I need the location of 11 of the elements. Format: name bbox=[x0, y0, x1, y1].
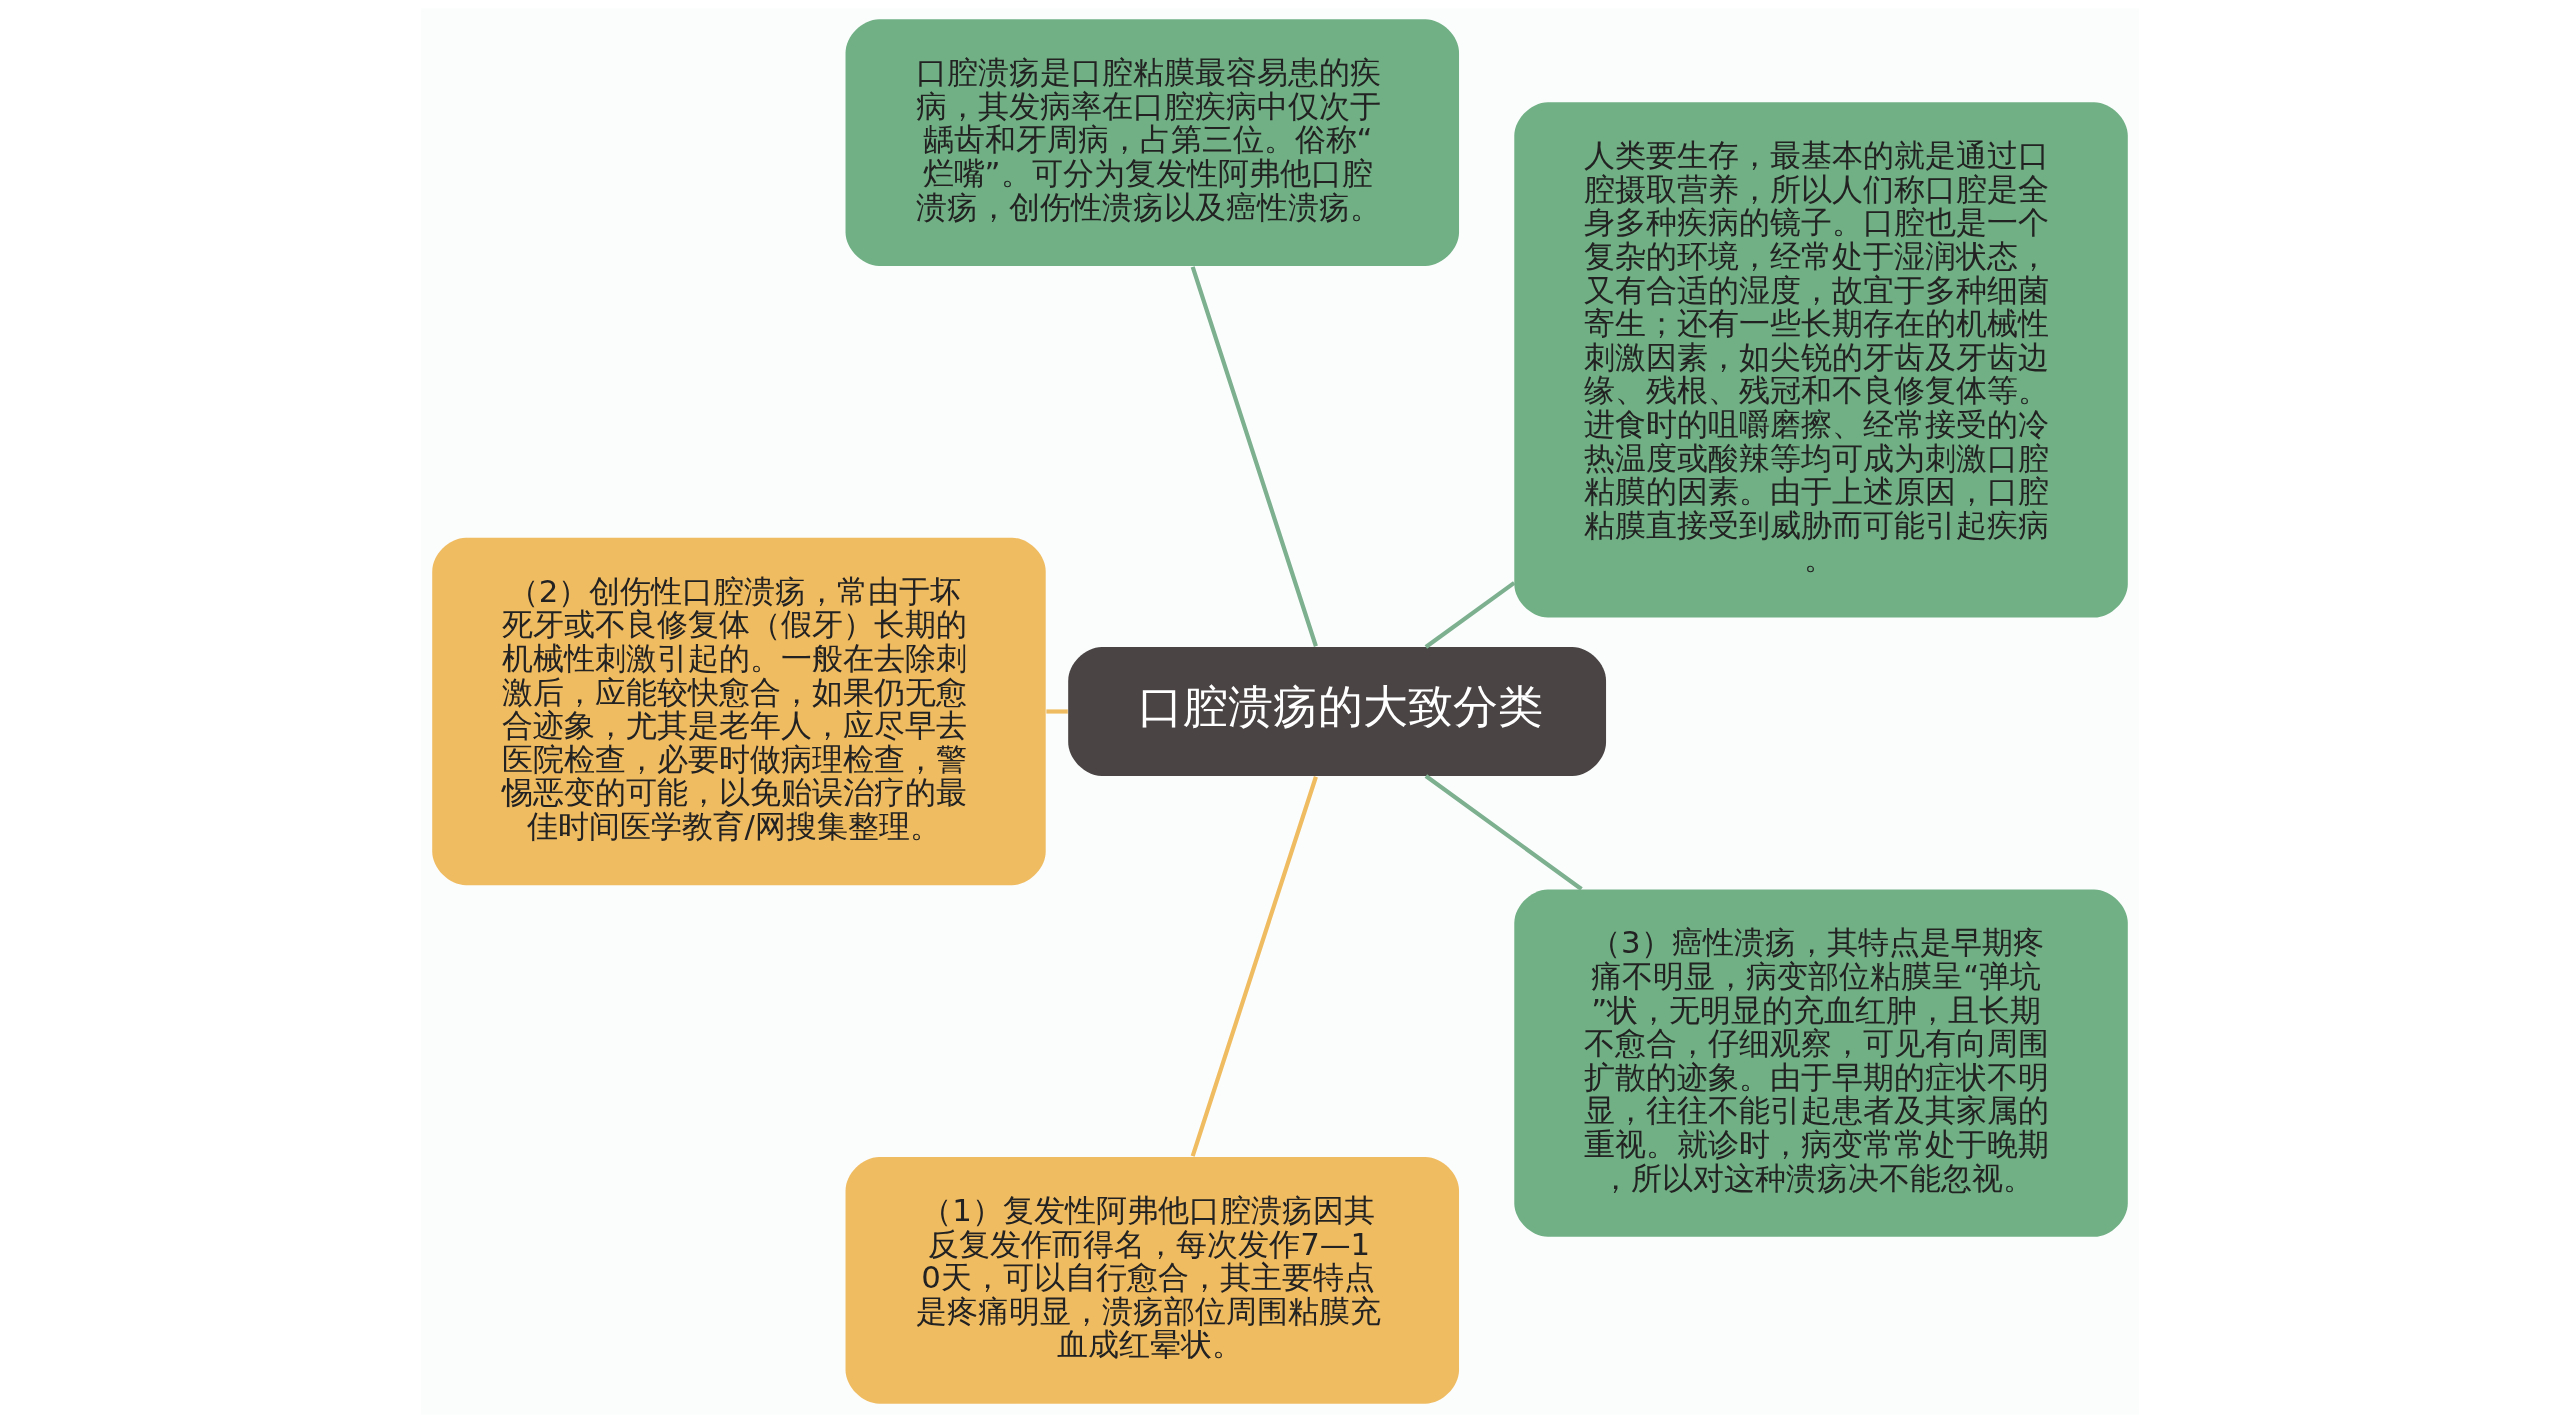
node-box: （2）创伤性口腔溃疡，常由于坏死牙或不良修复体（假牙）长期的机械性刺激引起的。一般在去除刺激后，应能较快愈合，如果仍无愈合迹象，尤其是老年人，应尽早去医院检查，必要时做病理检查，警惕恶变的可能，以免贻误治疗的最佳时间医学教育/网搜集整理。 bbox=[432, 537, 1046, 886]
connector bbox=[1190, 266, 1318, 647]
connector bbox=[1190, 776, 1318, 1157]
connector bbox=[1424, 774, 1583, 891]
connector bbox=[1424, 581, 1516, 649]
node-box: （3）癌性溃疡，其特点是早期疼痛不明显，病变部位粘膜呈“弹坑”状，无明显的充血红肿，且长期不愈合，仔细观察，可见有向周围扩散的迹象。由于早期的症状不明显，往往不能引起患者及其家属的重视。就诊时，病变常常处于晚期，所以对这种溃疡决不能忽视。 bbox=[1514, 889, 2128, 1237]
node-box: （1）复发性阿弗他口腔溃疡因其反复发作而得名，每次发作7—10天，可以自行愈合，其主要特点是疼痛明显，溃疡部位周围粘膜充血成红晕状。 bbox=[845, 1157, 1460, 1404]
connector bbox=[1046, 709, 1068, 714]
node-box: 人类要生存，最基本的就是通过口腔摄取营养，所以人们称口腔是全身多种疾病的镜子。口腔也是一个复杂的环境，经常处于湿润状态，又有合适的湿度，故宜于多种细菌寄生；还有一些长期存在的机械性刺激因素，如尖锐的牙齿及牙齿边缘、残根、残冠和不良修复体等。进食时的咀嚼磨擦、经常接受的冷热温度或酸辣等均可成为刺激口腔粘膜的因素。由于上述原因，口腔粘膜直接受到威胁而可能引起疾病。 bbox=[1514, 102, 2128, 618]
node-box: 口腔溃疡是口腔粘膜最容易患的疾病，其发病率在口腔疾病中仅次于龋齿和牙周病，占第三位。俗称“烂嘴”。可分为复发性阿弗他口腔溃疡，创伤性溃疡以及癌性溃疡。 bbox=[845, 19, 1460, 266]
node-box: 口腔溃疡的大致分类 bbox=[1068, 647, 1607, 776]
